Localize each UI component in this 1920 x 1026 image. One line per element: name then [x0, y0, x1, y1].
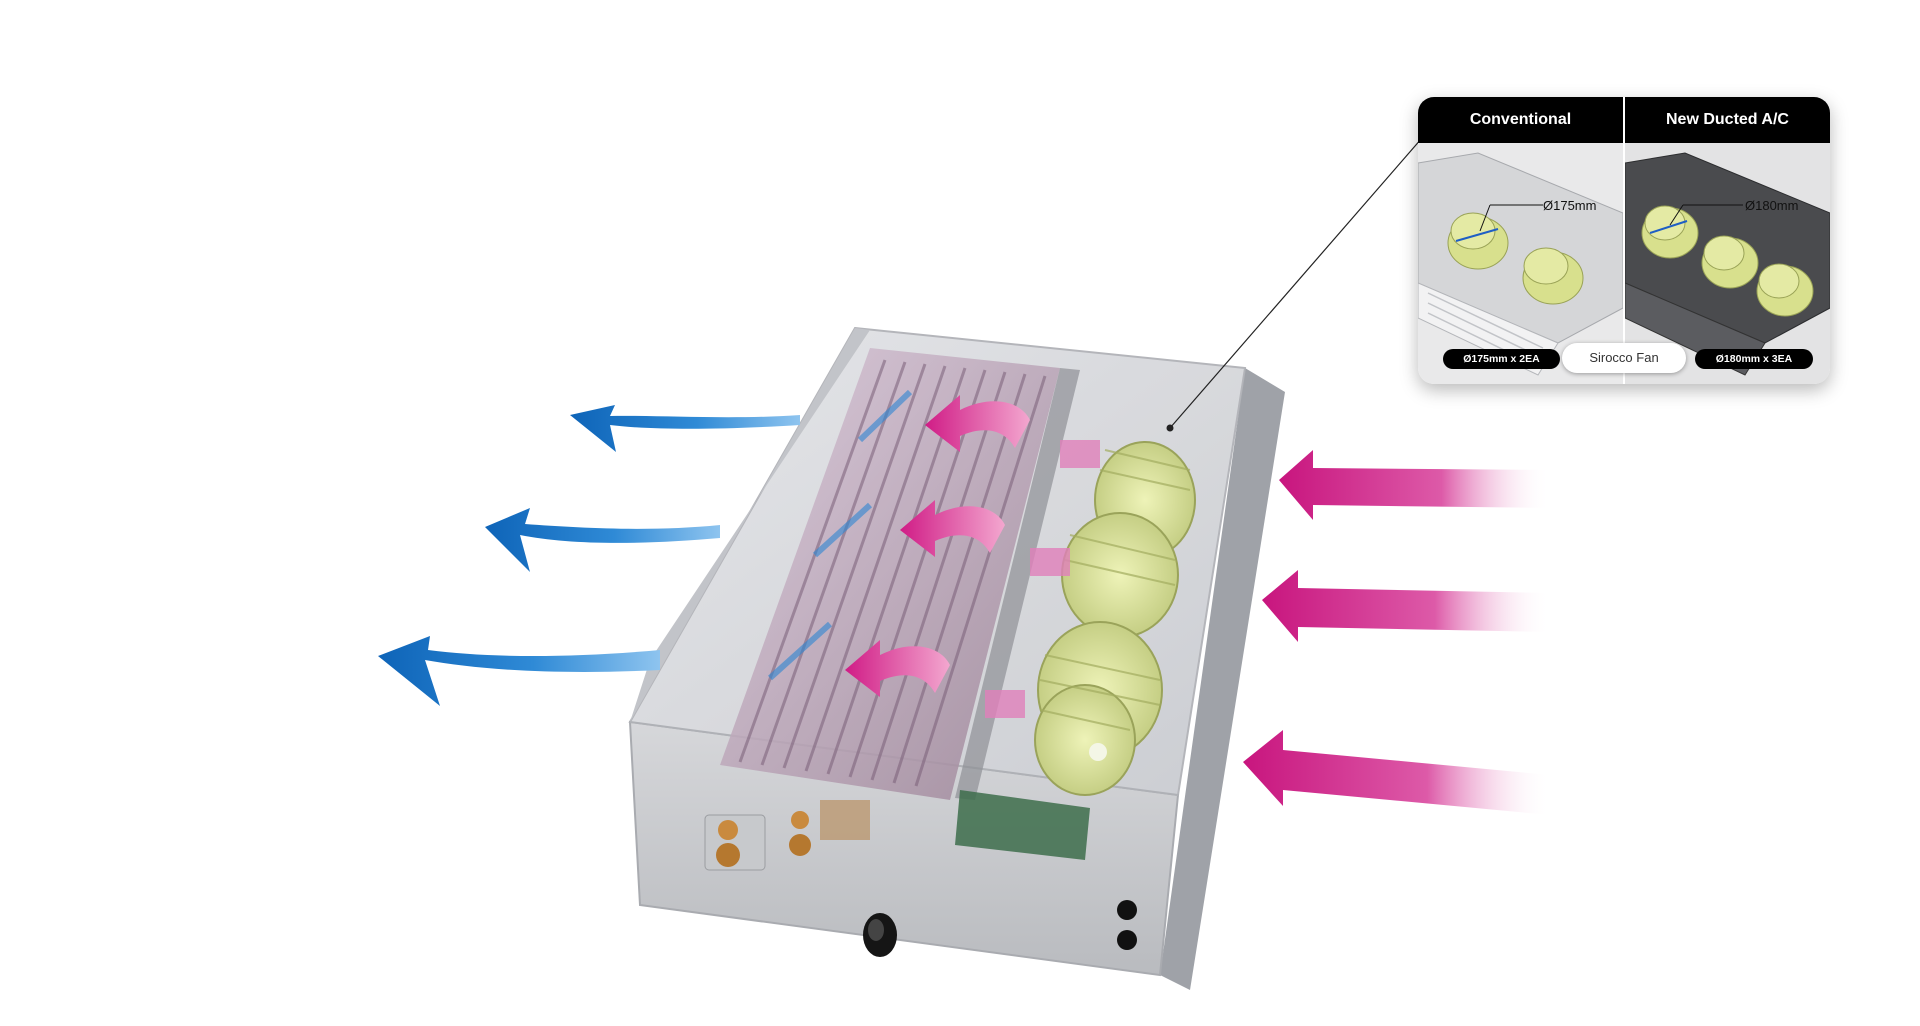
- control-board: [955, 790, 1090, 860]
- inlet-arrow-icon: [1262, 570, 1550, 642]
- inlet-airflow: [1243, 450, 1550, 815]
- outlet-airflow: [378, 405, 800, 706]
- new-ducted-fan-spec: Ø180mm x 3EA: [1695, 349, 1813, 369]
- sirocco-fan-icon: [1034, 441, 1196, 796]
- inlet-arrow-icon: [1243, 730, 1550, 815]
- curved-arrow-icon: [845, 640, 950, 697]
- conventional-header: Conventional: [1418, 97, 1623, 143]
- conventional-diameter: Ø175mm: [1543, 198, 1597, 213]
- outlet-arrow-icon: [485, 508, 720, 572]
- curved-arrow-icon: [925, 395, 1030, 452]
- conventional-fan-spec: Ø175mm x 2EA: [1443, 349, 1560, 369]
- panel-divider: [1623, 97, 1625, 384]
- conventional-panel: Conventional Ø175mm Ø175mm x 2EA: [1418, 97, 1623, 384]
- heat-exchanger-coil: [720, 348, 1060, 800]
- new-ducted-fan-image: [1625, 143, 1830, 384]
- outlet-arrow-icon: [570, 405, 800, 452]
- inlet-arrow-icon: [1279, 450, 1550, 520]
- new-ducted-header: New Ducted A/C: [1625, 97, 1830, 143]
- pipe-connectors: [704, 800, 870, 871]
- new-ducted-panel: New Ducted A/C Ø180mm Ø180mm x 3EA: [1625, 97, 1830, 384]
- callout-leader: [1166, 137, 1423, 432]
- sirocco-fan-comparison: Conventional Ø175mm Ø175mm x 2EA New Duc…: [1418, 97, 1830, 384]
- knockout-holes: [1117, 900, 1137, 950]
- curved-arrow-icon: [900, 500, 1005, 557]
- drain-pipe-icon: [863, 913, 897, 957]
- conventional-fan-image: [1418, 143, 1623, 384]
- internal-airflow-arrows: [845, 395, 1100, 718]
- outlet-arrow-icon: [378, 636, 660, 706]
- new-ducted-diameter: Ø180mm: [1745, 198, 1799, 213]
- sirocco-fan-label: Sirocco Fan: [1562, 343, 1686, 373]
